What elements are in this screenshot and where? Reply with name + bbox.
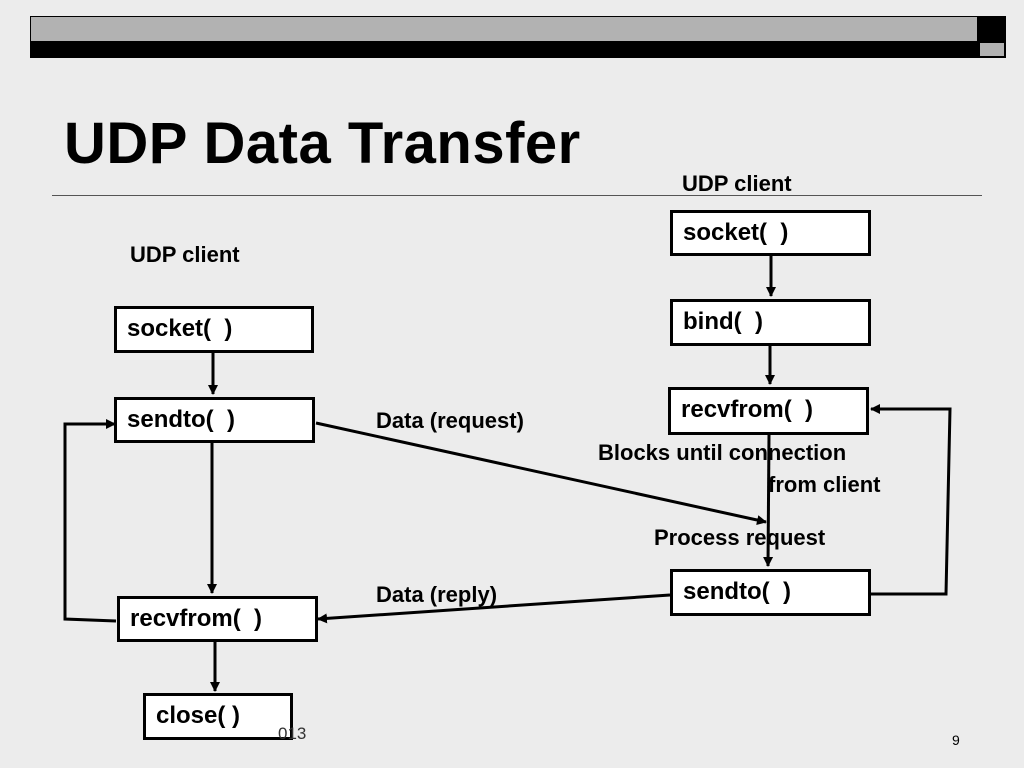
- slide-title: UDP Data Transfer: [64, 111, 581, 176]
- data-request-label: Data (request): [376, 408, 524, 433]
- arrow-data-request: [315, 421, 767, 525]
- left-socket-box: socket( ): [114, 306, 314, 353]
- right-bind-box: bind( ): [670, 299, 871, 346]
- arrow-data-reply: [317, 593, 671, 624]
- right-client-heading: UDP client: [682, 171, 792, 196]
- right-recvfrom-box: recvfrom( ): [668, 387, 869, 435]
- from-client-label: from client: [768, 472, 881, 497]
- left-sendto-box: sendto( ): [114, 397, 315, 443]
- header-corner-square-inner: [980, 43, 1004, 56]
- blocks-until-label: Blocks until connection: [598, 440, 847, 465]
- page-number: 9: [952, 732, 960, 748]
- arrow-loop-back-to-sendto: [63, 419, 117, 623]
- left-client-heading: UDP client: [130, 242, 240, 267]
- left-close-box: close( ): [143, 693, 293, 740]
- header-corner-square: [978, 16, 1006, 42]
- title-divider: [52, 195, 982, 196]
- right-sendto-box: sendto( ): [670, 569, 871, 616]
- data-reply-label: Data (reply): [376, 582, 498, 607]
- right-socket-box: socket( ): [670, 210, 871, 256]
- left-recvfrom-box: recvfrom( ): [117, 596, 318, 642]
- process-request-label: Process request: [654, 525, 826, 550]
- arrow-right-recvfrom-to-sendto: [763, 434, 774, 567]
- footer-year-fragment: 013: [278, 724, 307, 743]
- header-bar-black: [30, 41, 1006, 58]
- arrow-right-loop-back: [870, 404, 952, 596]
